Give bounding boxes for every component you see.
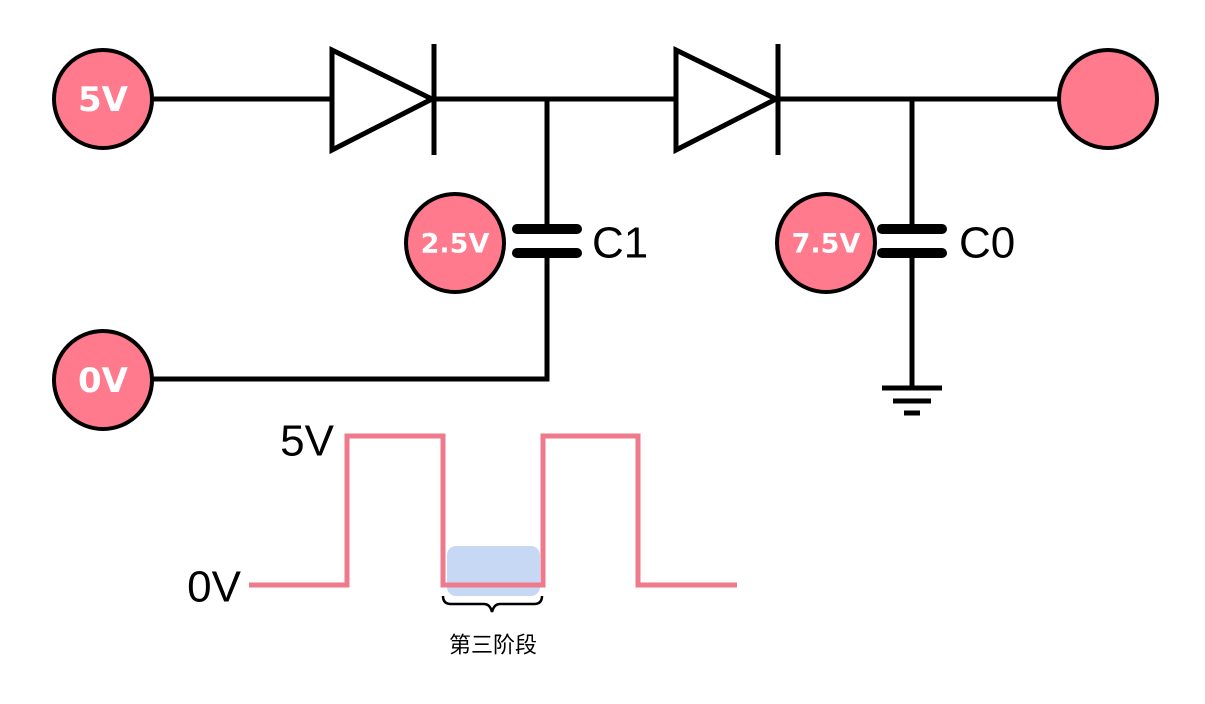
- diode-d1: [329, 44, 438, 155]
- node-c1-voltage: 2.5V: [404, 192, 506, 294]
- phase-label: 第三阶段: [449, 634, 537, 659]
- wire-c1-to-ground-node: [150, 253, 550, 382]
- node-output: [1057, 48, 1159, 150]
- node-c0-voltage: 7.5V: [775, 192, 877, 294]
- node-ground-label: 0V: [78, 361, 129, 401]
- diode-d2: [673, 44, 782, 155]
- waveform-high-label: 5V: [280, 417, 334, 466]
- square-wave: [249, 433, 737, 588]
- capacitor-c0-label: C0: [959, 219, 1015, 268]
- node-c1-voltage-label: 2.5V: [421, 229, 490, 260]
- node-input-label: 5V: [78, 80, 129, 120]
- waveform-low-label: 0V: [187, 563, 241, 612]
- phase-brace-icon: [441, 595, 544, 613]
- phase-highlight: [447, 546, 540, 596]
- node-ground: 0V: [52, 329, 154, 431]
- capacitor-c1-label: C1: [592, 219, 648, 268]
- node-input: 5V: [52, 48, 154, 150]
- capacitor-c1: [512, 224, 582, 258]
- node-c0-voltage-label: 7.5V: [792, 229, 861, 260]
- capacitor-c0: [877, 224, 947, 258]
- ground-icon: [882, 385, 942, 416]
